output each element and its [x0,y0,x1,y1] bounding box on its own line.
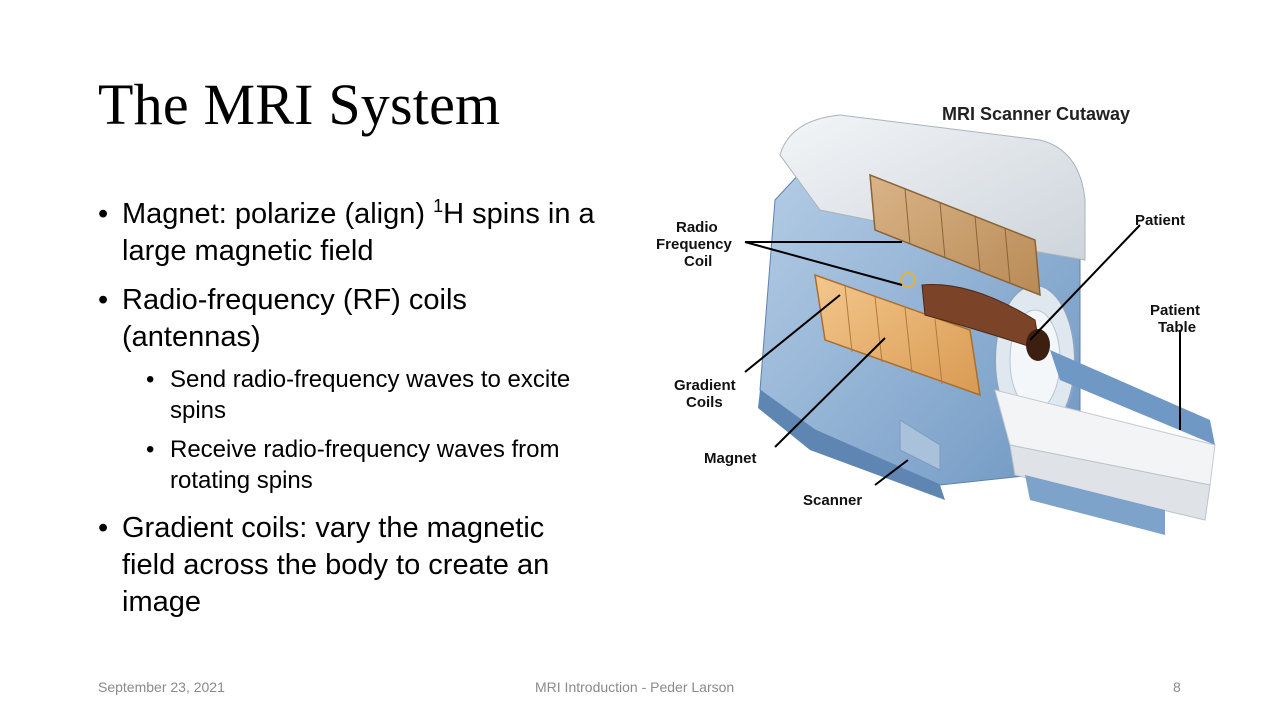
slide-number: 8 [1173,679,1181,695]
sub-bullet-receive-text: Receive radio-frequency waves from rotat… [170,436,560,494]
radio-frequency-coil [869,173,1041,297]
bullet-rf-coils-text: Radio-frequency (RF) coils (antennas) [122,284,467,353]
figure-labels: Radio Frequency Coil Patient Patient Tab… [656,212,1200,509]
sub-bullet-send: • Send radio-frequency waves to excite s… [98,364,598,426]
callout-lines [744,224,1181,486]
label-patient-table-line2: Table [1158,319,1196,336]
label-magnet: Magnet [704,450,757,467]
bullet-rf-coils: • Radio-frequency (RF) coils (antennas) [98,282,598,356]
slide-title: The MRI System [98,72,501,137]
sub-bullet-send-text: Send radio-frequency waves to excite spi… [170,366,571,424]
label-coil: Coil [684,253,712,270]
figure-title: MRI Scanner Cutaway [942,104,1130,124]
patient-table [994,350,1216,535]
bullet-list: • Magnet: polarize (align) 1H spins in a… [98,196,598,633]
label-gradient-line1: Gradient [674,377,736,394]
bullet-magnet: • Magnet: polarize (align) 1H spins in a… [98,196,598,270]
bullet-glyph: • [98,512,109,544]
gradient-coils [814,273,981,397]
footer-title: MRI Introduction - Peder Larson [535,679,735,695]
bullet-glyph: • [98,198,109,230]
label-scanner: Scanner [803,492,862,509]
label-frequency: Frequency [656,236,733,253]
bullet-glyph: • [146,436,155,463]
bullet-gradient: • Gradient coils: vary the magnetic fiel… [98,510,598,621]
mri-scanner-cutaway-figure: MRI Scanner Cutaway Radio [656,104,1216,535]
label-patient-table-line1: Patient [1150,302,1200,319]
label-gradient-line2: Coils [686,394,723,411]
label-radio: Radio [676,219,718,236]
bullet-glyph: • [146,366,155,393]
footer-date: September 23, 2021 [98,679,225,695]
bullet-glyph: • [98,284,109,316]
bullet-magnet-text-pre: Magnet: polarize (align) [122,198,434,230]
bullet-magnet-text-post: H spins in a large magnetic field [122,198,595,267]
superscript-one: 1 [433,196,444,216]
sub-bullet-receive: • Receive radio-frequency waves from rot… [98,434,598,496]
bullet-gradient-text: Gradient coils: vary the magnetic field … [122,512,550,618]
label-patient: Patient [1135,212,1185,229]
